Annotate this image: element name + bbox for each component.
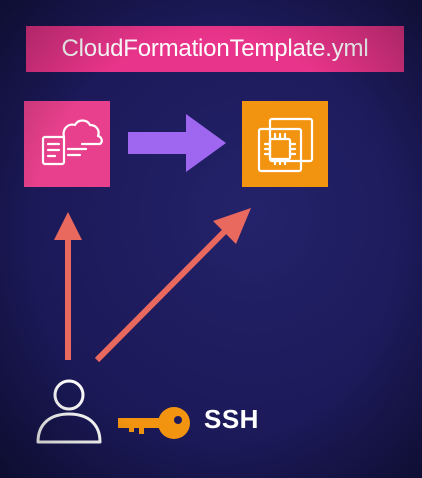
cloudformation-service-box bbox=[24, 101, 110, 187]
key-hole bbox=[174, 416, 182, 424]
provision-arrow bbox=[128, 114, 226, 172]
user-icon bbox=[36, 379, 102, 444]
ssh-label: SSH bbox=[204, 404, 259, 434]
ec2-instance-icon bbox=[242, 101, 328, 187]
key-icon bbox=[118, 407, 190, 439]
ec2-instance-box bbox=[242, 101, 328, 187]
user-to-cloudformation-arrow bbox=[54, 212, 82, 360]
cloudformation-glyph bbox=[41, 119, 103, 166]
user-to-ec2-arrow bbox=[94, 208, 251, 363]
key-shape bbox=[118, 407, 190, 439]
template-file-label: CloudFormationTemplate.yml bbox=[26, 26, 404, 72]
ec2-box-fill bbox=[242, 101, 328, 187]
ec2-glyph bbox=[257, 117, 314, 173]
cloudformation-icon bbox=[24, 101, 110, 187]
user-access-arrows bbox=[54, 208, 251, 363]
provision-arrow-shape bbox=[128, 114, 226, 172]
